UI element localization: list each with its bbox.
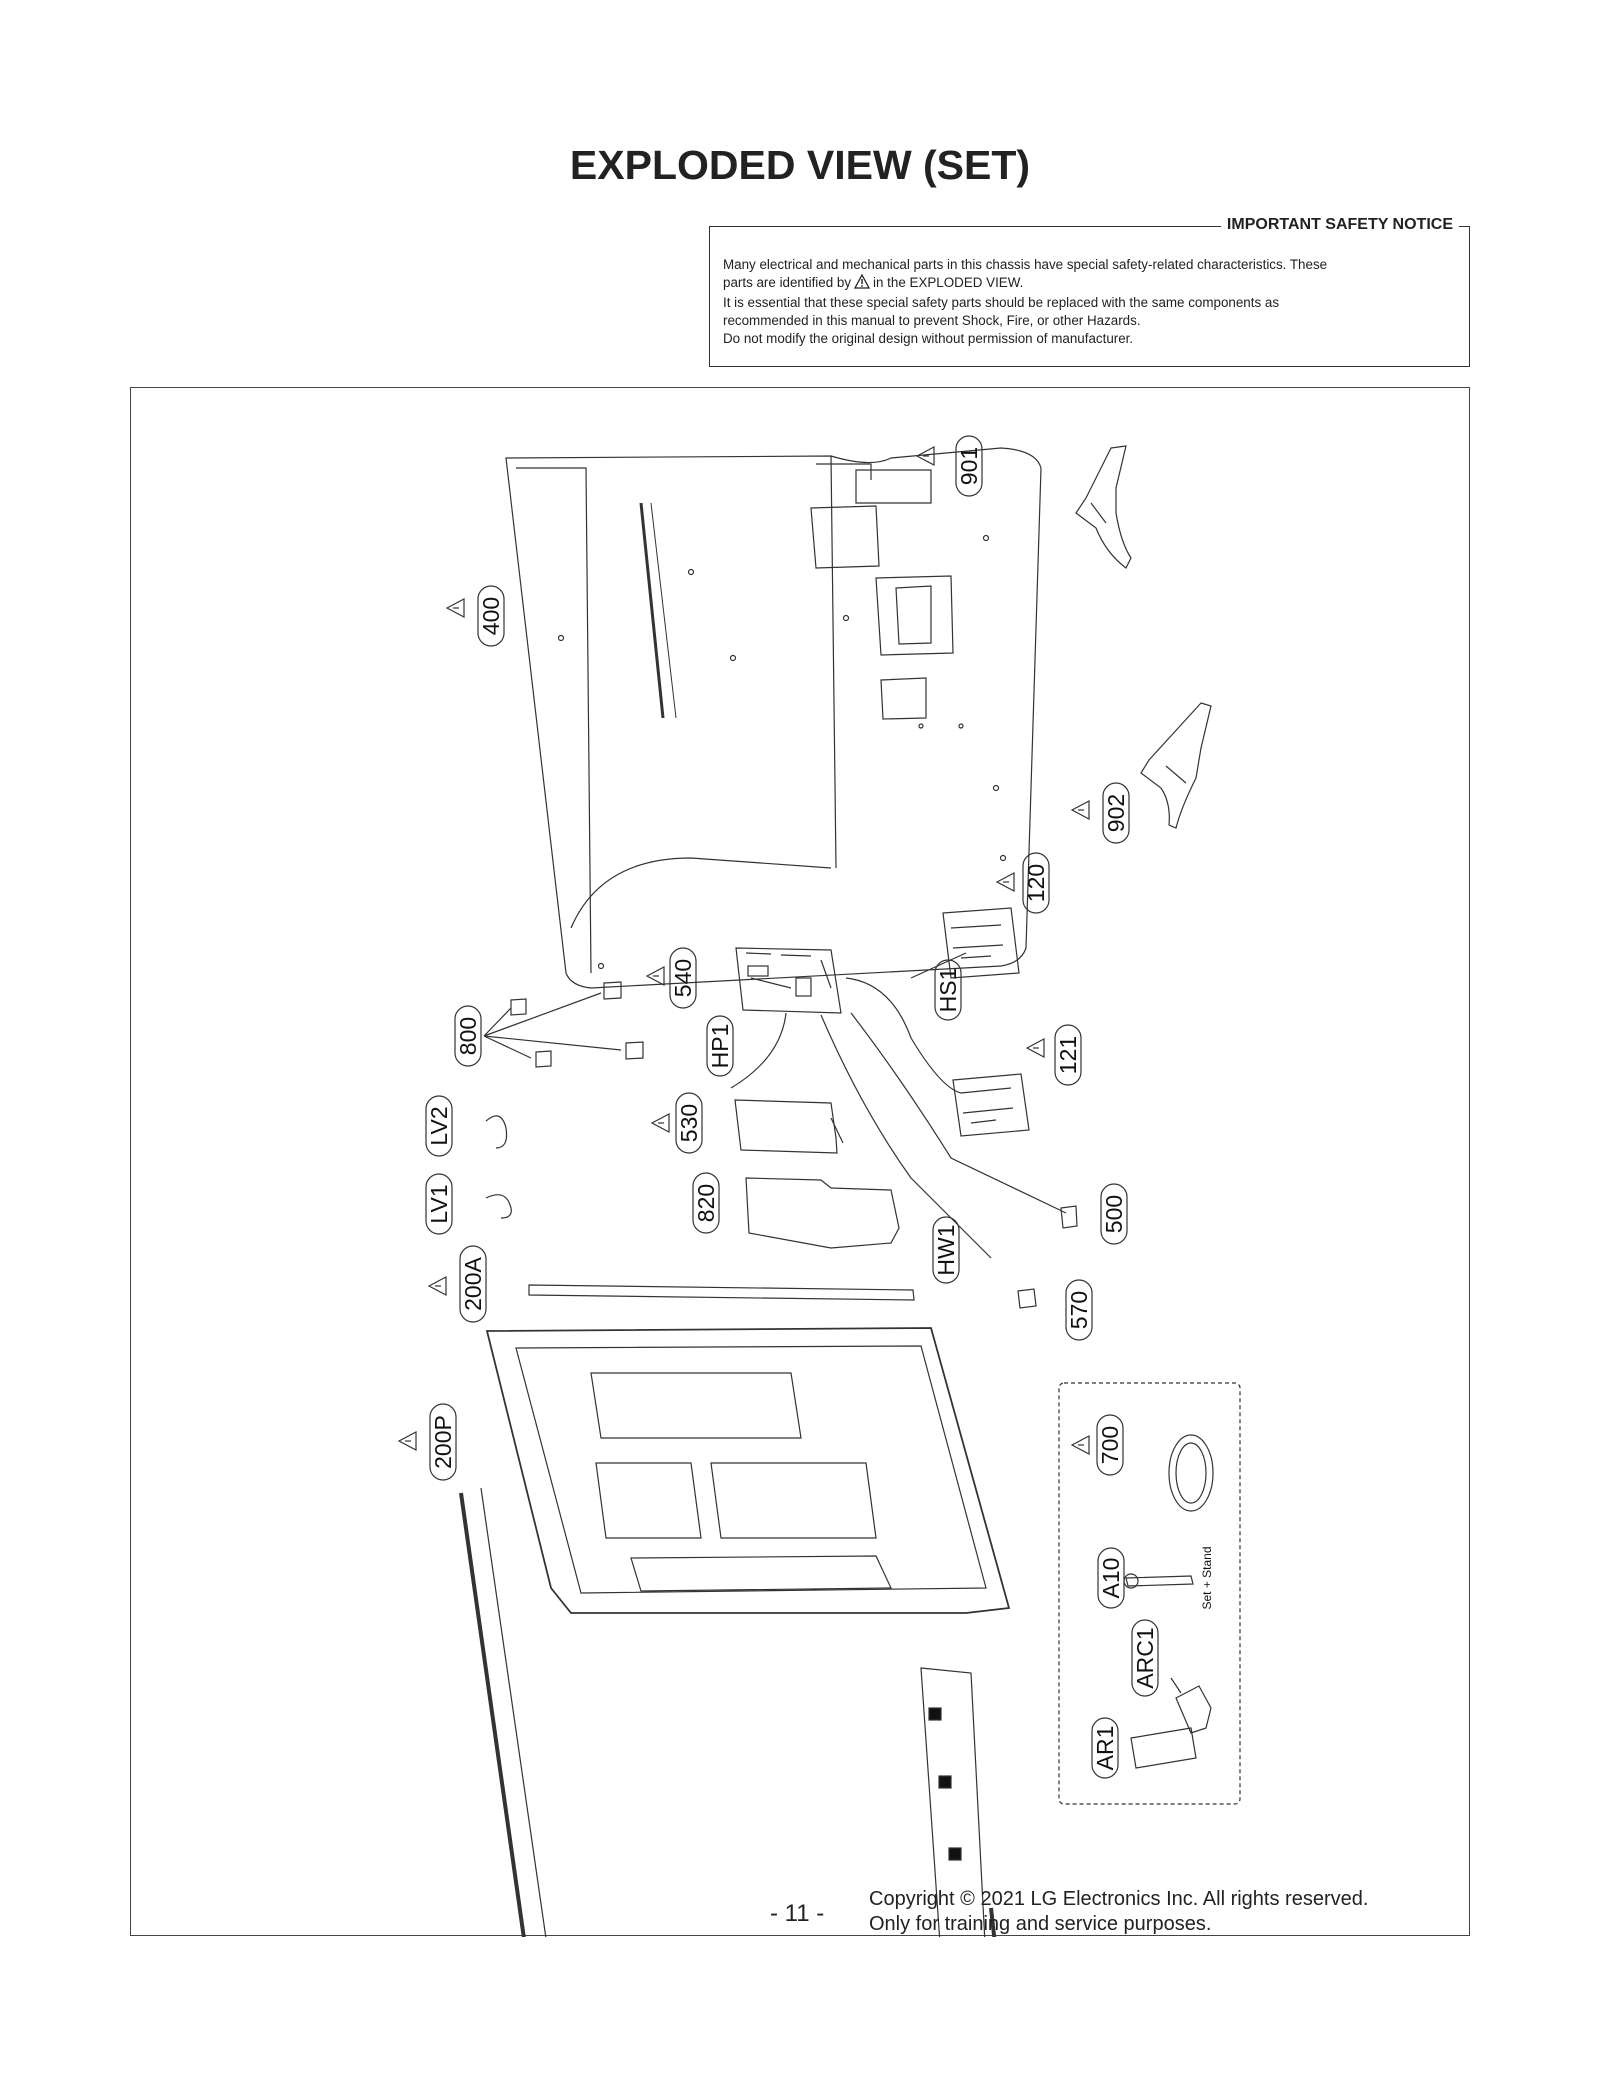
label-400: 400 — [477, 585, 505, 647]
label-500: 500 — [1100, 1183, 1128, 1245]
label-902-text: 902 — [1103, 794, 1129, 832]
label-lv1-text: LV1 — [426, 1184, 452, 1223]
label-a10: A10 — [1097, 1547, 1125, 1609]
rear-cover-drawing — [505, 447, 1042, 989]
label-ar1-text: AR1 — [1092, 1726, 1118, 1771]
label-ar1: AR1 — [1091, 1717, 1119, 1779]
page-title: EXPLODED VIEW (SET) — [569, 142, 1031, 188]
label-901-text: 901 — [956, 447, 982, 485]
label-hs1: HS1 — [934, 959, 962, 1021]
notice-line-2-pre: parts are identified by — [723, 275, 852, 290]
safety-notice-title: IMPORTANT SAFETY NOTICE — [1220, 216, 1459, 234]
label-902: 902 — [1102, 782, 1130, 844]
warning-icon-400 — [445, 598, 465, 618]
label-700-text: 700 — [1097, 1426, 1123, 1464]
notice-line-1: Many electrical and mechanical parts in … — [723, 257, 1328, 272]
module-500-drawing — [1060, 1205, 1078, 1229]
notice-line-4: recommended in this manual to prevent Sh… — [723, 313, 1141, 328]
label-530: 530 — [675, 1092, 703, 1154]
accessory-note-text: Set + Stand — [1200, 1546, 1214, 1609]
label-800-text: 800 — [455, 1017, 481, 1055]
speaker-120-drawing — [942, 907, 1020, 979]
accessory-note: Set + Stand — [1200, 1546, 1214, 1609]
warning-icon-540 — [645, 966, 665, 986]
label-901: 901 — [955, 435, 983, 497]
copyright-line-2: Only for training and service purposes. — [869, 1913, 1212, 1935]
panel-200p-drawing — [459, 1327, 1011, 1937]
label-120: 120 — [1022, 852, 1050, 914]
page-number: - 11 - — [770, 1900, 825, 1927]
exploded-view-diagram: 901 400 902 120 — [130, 387, 1470, 1937]
shield-820-drawing — [745, 1177, 900, 1249]
stand-902-drawing — [1140, 702, 1212, 829]
power-board-530-drawing — [734, 1099, 844, 1154]
label-121: 121 — [1054, 1024, 1082, 1086]
stand-901-drawing — [1075, 445, 1132, 569]
brackets-800-drawing — [483, 981, 644, 1068]
notice-line-2-post: in the EXPLODED VIEW. — [873, 275, 1024, 290]
label-hs1-text: HS1 — [935, 968, 961, 1013]
module-570-drawing — [1017, 1288, 1037, 1309]
warning-icon-200p — [397, 1431, 417, 1451]
label-121-text: 121 — [1055, 1036, 1081, 1074]
warning-icon-530 — [650, 1113, 670, 1133]
label-hw1-text: HW1 — [933, 1224, 959, 1275]
label-800: 800 — [454, 1005, 482, 1067]
label-hp1-text: HP1 — [707, 1024, 733, 1069]
warning-icon-700 — [1070, 1435, 1090, 1455]
label-lv2: LV2 — [425, 1095, 453, 1157]
notice-line-5: Do not modify the original design withou… — [723, 331, 1134, 346]
copyright-block: Copyright © 2021 LG Electronics Inc. All… — [869, 1887, 1368, 1937]
notice-line-2: parts are identified by in the EXPLODED V… — [723, 273, 1456, 294]
cables-drawing — [730, 952, 1067, 1259]
label-arc1-text: ARC1 — [1132, 1627, 1158, 1688]
label-200p: 200P — [429, 1403, 457, 1481]
bar-200a-drawing — [528, 1284, 915, 1301]
label-820-text: 820 — [693, 1184, 719, 1222]
label-570-text: 570 — [1066, 1291, 1092, 1329]
label-530-text: 530 — [676, 1104, 702, 1142]
label-lv1: LV1 — [425, 1173, 453, 1235]
label-200a-text: 200A — [460, 1256, 486, 1310]
warning-icon-901 — [915, 446, 935, 466]
warning-icon-121 — [1025, 1038, 1045, 1058]
exploded-view-drawing: 901 400 902 120 — [397, 435, 1241, 1937]
copyright-line-1: Copyright © 2021 LG Electronics Inc. All… — [869, 1888, 1369, 1910]
label-540-text: 540 — [670, 959, 696, 997]
label-120-text: 120 — [1023, 864, 1049, 902]
label-arc1: ARC1 — [1131, 1619, 1159, 1697]
label-570: 570 — [1065, 1279, 1093, 1341]
label-700: 700 — [1096, 1414, 1124, 1476]
safety-notice-body: Many electrical and mechanical parts in … — [723, 256, 1456, 348]
warning-icon-902 — [1070, 800, 1090, 820]
label-500-text: 500 — [1101, 1195, 1127, 1233]
label-lv2-text: LV2 — [426, 1106, 452, 1145]
label-540: 540 — [669, 947, 697, 1009]
cable-lv1-drawing — [485, 1194, 512, 1219]
warning-icon-200a — [427, 1276, 447, 1296]
label-400-text: 400 — [478, 597, 504, 635]
label-a10-text: A10 — [1098, 1558, 1124, 1599]
label-820: 820 — [692, 1172, 720, 1234]
speaker-121-drawing — [952, 1073, 1030, 1137]
main-board-540-drawing — [735, 947, 842, 1014]
label-hp1: HP1 — [706, 1015, 734, 1077]
notice-line-3: It is essential that these special safet… — [723, 295, 1280, 310]
cable-lv2-drawing — [485, 1115, 508, 1149]
label-hw1: HW1 — [932, 1216, 960, 1284]
safety-notice-box: IMPORTANT SAFETY NOTICE Many electrical … — [709, 216, 1470, 367]
warning-triangle-icon — [853, 273, 871, 294]
label-200p-text: 200P — [430, 1415, 456, 1469]
accessory-box — [1058, 1382, 1241, 1805]
warning-icon-120 — [995, 872, 1015, 892]
label-200a: 200A — [459, 1245, 487, 1323]
